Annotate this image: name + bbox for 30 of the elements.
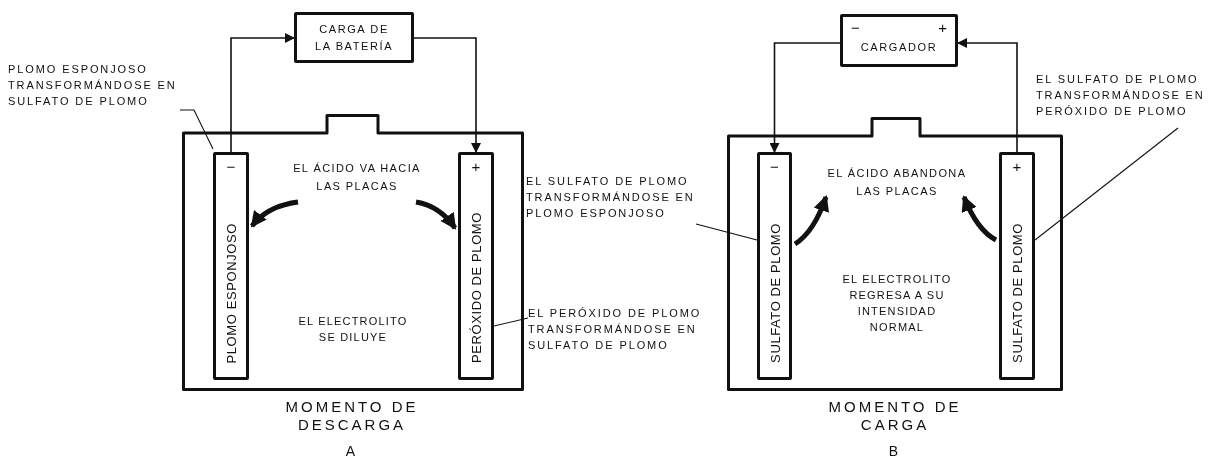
polarity-sign: + (938, 20, 947, 35)
battery-plate (213, 152, 249, 380)
box-text: CARGADOR (860, 39, 938, 55)
caption-text: A (344, 443, 360, 460)
caption-text: MOMENTO DE CARGA (827, 398, 963, 434)
battery-plate (999, 152, 1035, 380)
polarity-sign: − (769, 159, 780, 174)
note-text: EL ÁCIDO VA HACIA LAS PLACAS (292, 160, 422, 198)
callout-text: PLOMO ESPONJOSO TRANSFORMÁNDOSE EN SULFATO DE PLOMO (8, 62, 208, 116)
load-box (294, 12, 414, 63)
note-text: EL ELECTROLITO SE DILUYE (297, 314, 409, 345)
plate-label: SULFATO DE PLOMO (768, 223, 781, 363)
callout-text: EL PERÓXIDO DE PLOMO TRANSFORMÁNDOSE EN SULFATO DE PLOMO (528, 306, 718, 360)
battery-plate (458, 152, 494, 380)
plate-label: PLOMO ESPONJOSO (224, 222, 238, 363)
callout-text: EL SULFATO DE PLOMO TRANSFORMÁNDOSE EN PERÓXIDO DE PLOMO (1036, 72, 1228, 126)
battery-plate (757, 152, 792, 380)
polarity-sign: + (1011, 159, 1023, 174)
plate-label: SULFATO DE PLOMO (1010, 223, 1024, 363)
caption-text: B (887, 443, 903, 460)
caption-text: MOMENTO DE DESCARGA (284, 398, 420, 434)
charger-box (840, 14, 958, 67)
plate-label: PERÓXIDO DE PLOMO (469, 211, 483, 363)
polarity-sign: − (851, 20, 860, 35)
note-text: EL ÁCIDO ABANDONA LAS PLACAS (822, 165, 972, 203)
callout-text: EL SULFATO DE PLOMO TRANSFORMÁNDOSE EN PLOMO ESPONJOSO (526, 174, 718, 228)
polarity-sign: − (225, 159, 237, 174)
polarity-sign: + (470, 159, 482, 174)
note-text: EL ELECTROLITO REGRESA A SU INTENSIDAD NORMAL (841, 272, 953, 335)
box-text: CARGA DE LA BATERÍA (313, 22, 395, 54)
